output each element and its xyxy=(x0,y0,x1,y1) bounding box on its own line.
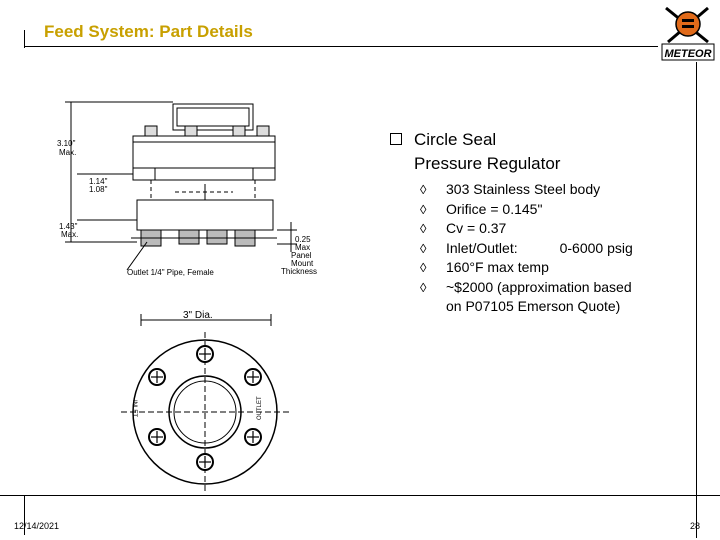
header-left-tick xyxy=(24,30,25,48)
list-item: ◊ Inlet/Outlet:0-6000 psig xyxy=(390,239,710,259)
dim-panel-sub1: Max xyxy=(295,243,310,252)
dim-panel-sub2: Panel xyxy=(291,251,312,260)
diameter-label: 3" Dia. xyxy=(183,310,213,321)
page-number: 28 xyxy=(690,521,701,531)
dim-low: 1.43" xyxy=(59,222,78,231)
dim-mid-a: 1.14" xyxy=(89,177,108,186)
main-bullet: Circle Seal Pressure Regulator xyxy=(390,128,710,176)
footer-rule xyxy=(0,495,720,496)
main-bullet-line2: Pressure Regulator xyxy=(414,154,561,173)
slide-title: Feed System: Part Details xyxy=(44,22,253,41)
outlet-side-label: OUTLET xyxy=(257,396,263,420)
dim-mid-b: 1.08" xyxy=(89,185,108,194)
logo-text: METEOR xyxy=(664,48,711,60)
main-bullet-line1: Circle Seal xyxy=(414,130,497,149)
diamond-bullet-icon: ◊ xyxy=(420,201,427,217)
list-item: ◊ ~$2000 (approximation based on P07105 … xyxy=(420,278,632,315)
header-rule xyxy=(24,46,658,47)
footer-date: 12/14/2021 xyxy=(14,521,60,531)
diamond-bullet-icon: ◊ xyxy=(420,182,427,197)
outlet-label: Outlet 1/4" Pipe, Female xyxy=(127,268,214,277)
diamond-bullet-icon: ◊ xyxy=(420,260,427,275)
spec-list: ◊ 303 Stainless Steel body ◊ Orifice = 0… xyxy=(390,180,710,317)
square-bullet-icon xyxy=(390,133,402,145)
diamond-bullet-icon: ◊ xyxy=(420,221,427,236)
dim-panel: 0.25 xyxy=(295,235,311,244)
list-item: ◊ Cv = 0.37 xyxy=(390,219,710,239)
diamond-bullet-icon: ◊ xyxy=(420,240,427,256)
meteor-logo: METEOR xyxy=(660,2,716,62)
dim-panel-sub4: Thickness xyxy=(281,267,317,276)
dim-low-sub: Max. xyxy=(61,230,78,239)
inlet-outlet-value: 0-6000 psig xyxy=(559,239,633,256)
dim-height-max: 3.10" xyxy=(57,139,76,148)
list-item: ◊ Orifice = 0.145" xyxy=(390,200,710,220)
left-margin-line xyxy=(24,495,25,535)
regulator-drawing: 3.10" Max. 1.14" 1.08" 1.43" Max. 0.25 M… xyxy=(57,101,317,492)
content-bullets: Circle Seal Pressure Regulator ◊ 303 Sta… xyxy=(390,128,710,317)
right-margin-line xyxy=(696,62,697,538)
dim-panel-sub3: Mount xyxy=(291,259,314,268)
dim-height-max-sub: Max. xyxy=(59,148,76,157)
diamond-bullet-icon: ◊ xyxy=(420,279,427,295)
inlet-side-label: INLET xyxy=(131,400,137,417)
list-item: ◊ 160°F max temp xyxy=(390,258,710,278)
list-item: ◊ 303 Stainless Steel body xyxy=(390,180,710,200)
